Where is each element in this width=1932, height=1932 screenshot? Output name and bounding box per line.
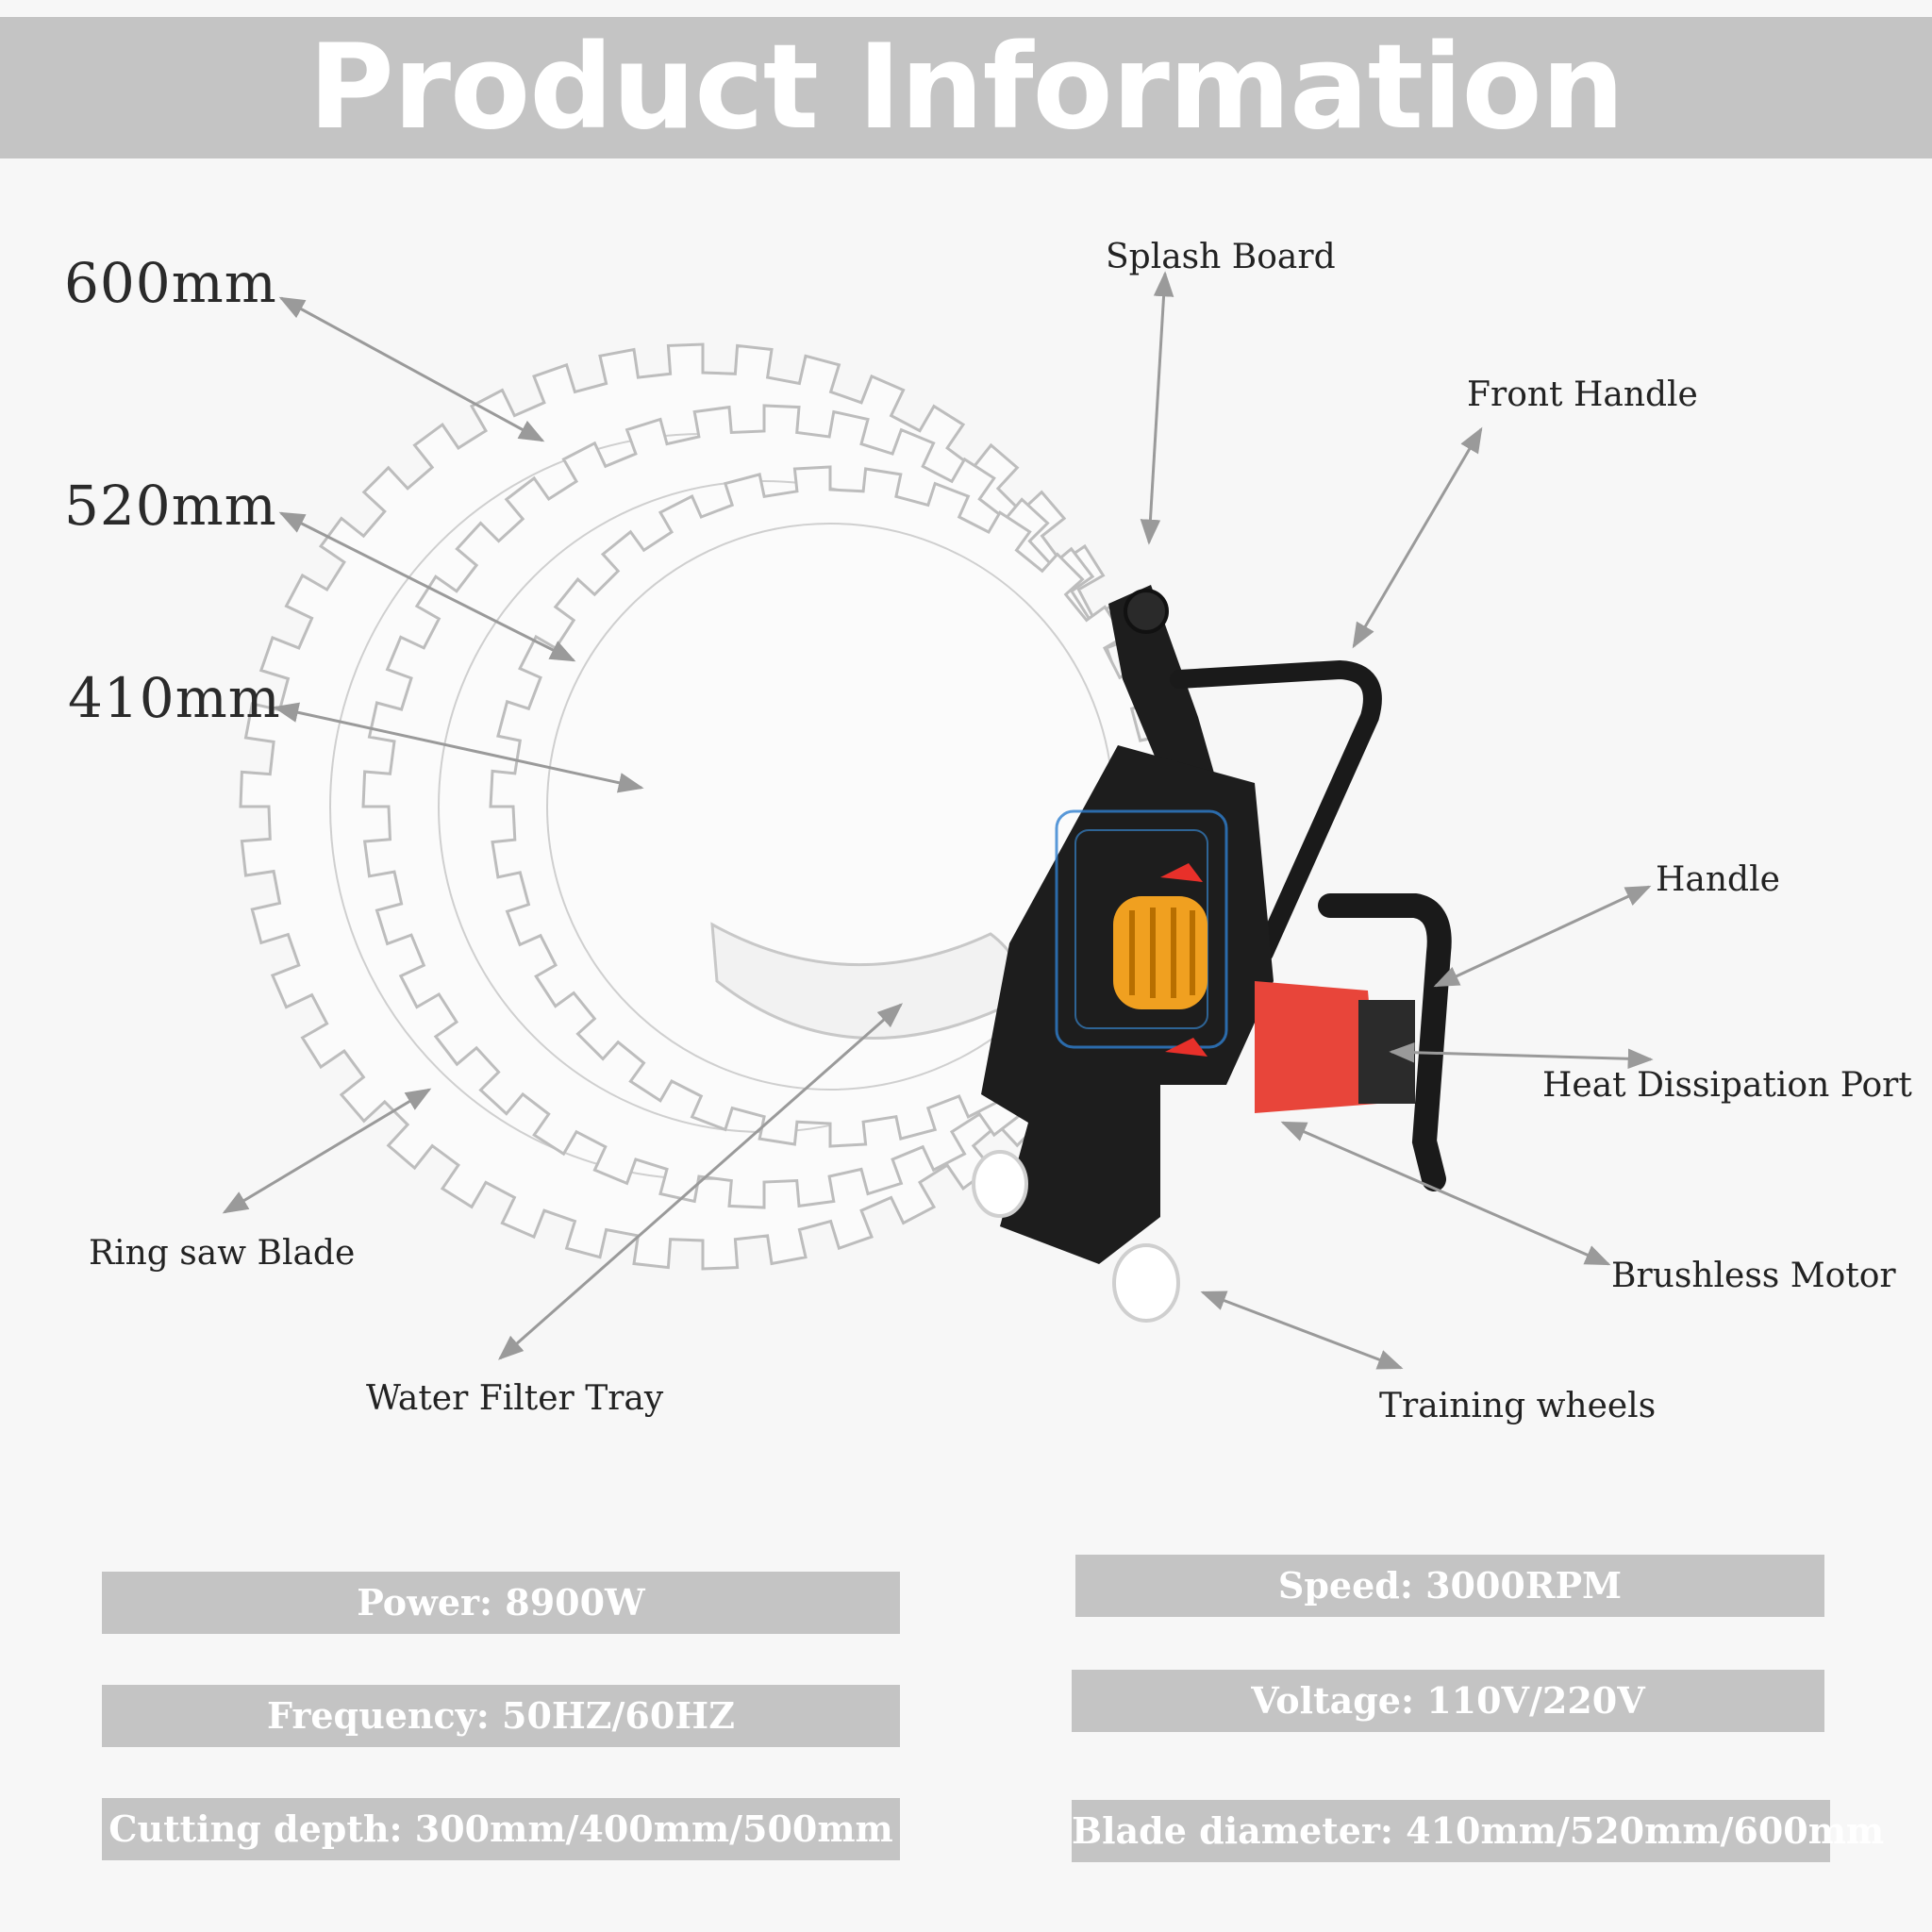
arrow-brushless-motor <box>1280 1121 1611 1266</box>
arrow-600mm <box>278 296 545 442</box>
arrow-410mm <box>273 702 644 793</box>
arrow-handle <box>1433 885 1652 988</box>
arrow-water-filter-tray <box>497 1003 904 1360</box>
spec-voltage: Voltage: 110V/220V <box>1072 1670 1824 1732</box>
arrow-520mm <box>278 511 576 662</box>
spec-frequency: Frequency: 50HZ/60HZ <box>102 1685 900 1747</box>
label-handle: Handle <box>1656 860 1780 899</box>
label-ring-saw-blade: Ring saw Blade <box>89 1234 356 1273</box>
arrow-front-handle <box>1352 426 1483 649</box>
arrow-splash-board <box>1140 271 1174 545</box>
label-front-handle: Front Handle <box>1467 375 1698 414</box>
spec-power: Power: 8900W <box>102 1572 900 1634</box>
label-water-filter-tray: Water Filter Tray <box>366 1379 664 1418</box>
spec-blade-diameter: Blade diameter: 410mm/520mm/600mm <box>1072 1800 1884 1862</box>
saw-tool <box>972 585 1452 1323</box>
spec-cutting-depth: Cutting depth: 300mm/400mm/500mm <box>102 1798 900 1860</box>
label-splash-board: Splash Board <box>1106 238 1336 276</box>
arrow-training-wheels <box>1200 1291 1404 1370</box>
label-410mm: 410mm <box>68 666 281 730</box>
callout-arrows <box>222 271 1654 1370</box>
page-title: Product Information <box>308 20 1624 156</box>
label-520mm: 520mm <box>64 474 277 538</box>
arrow-ring-saw-blade <box>222 1088 432 1214</box>
label-heat-dissipation-port: Heat Dissipation Port <box>1542 1066 1912 1105</box>
title-band <box>0 17 1932 158</box>
spec-speed: Speed: 3000RPM <box>1075 1555 1824 1617</box>
arrow-heat-dissipation-port <box>1389 1041 1654 1070</box>
label-brushless-motor: Brushless Motor <box>1611 1257 1896 1295</box>
label-training-wheels: Training wheels <box>1379 1387 1657 1425</box>
label-600mm: 600mm <box>64 251 277 315</box>
